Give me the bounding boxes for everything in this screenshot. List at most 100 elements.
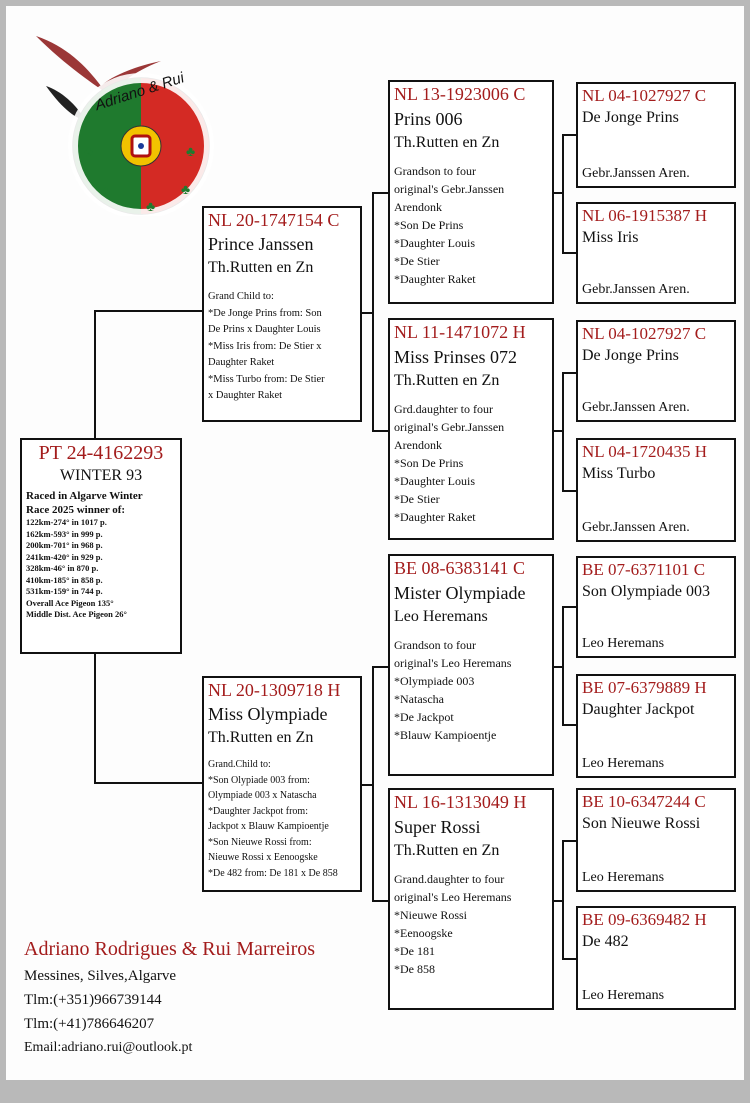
connector-line — [372, 666, 374, 902]
connector-line — [372, 430, 390, 432]
great-grandparent-card[interactable]: NL 06-1915387 H Miss Iris Gebr.Janssen A… — [576, 202, 736, 304]
ring-number: NL 11-1471072 H — [394, 322, 526, 342]
race-result: 328km-46° in 870 p. — [26, 563, 99, 573]
svg-text:♣: ♣ — [101, 185, 110, 200]
pigeon-name: De Jonge Prins — [582, 347, 679, 364]
pigeon-name: Son Olympiade 003 — [582, 583, 710, 600]
connector-line — [94, 310, 204, 312]
ring-number: BE 08-6383141 C — [394, 558, 526, 578]
great-grandparent-card[interactable]: BE 10-6347244 C Son Nieuwe Rossi Leo Her… — [576, 788, 736, 892]
svg-text:♣: ♣ — [84, 145, 93, 160]
connector-line — [360, 312, 374, 314]
connector-line — [562, 724, 576, 726]
ring-number: BE 10-6347244 C — [582, 792, 706, 811]
great-grandparent-card[interactable]: NL 04-1027927 C De Jonge Prins Gebr.Jans… — [576, 82, 736, 188]
pedigree-notes: Grand.Child to:*Son Olypiade 003 from:Ol… — [208, 759, 338, 879]
pigeon-name: De 482 — [582, 933, 629, 950]
owner-names: Adriano Rodrigues & Rui Marreiros — [24, 938, 316, 960]
race-result: 531km-159° in 744 p. — [26, 586, 103, 596]
connector-line — [552, 666, 564, 668]
pigeon-name: Super Rossi — [394, 817, 481, 837]
pigeon-name: De Jonge Prins — [582, 109, 679, 126]
ring-number: BE 07-6379889 H — [582, 678, 707, 697]
connector-line — [562, 840, 564, 960]
dam-card[interactable]: NL 20-1309718 H Miss Olympiade Th.Rutten… — [202, 676, 362, 892]
connector-line — [372, 192, 374, 432]
connector-line — [562, 606, 564, 726]
pedigree-notes: Grand Child to:*De Jonge Prins from: Son… — [208, 291, 325, 401]
breeder: Th.Rutten en Zn — [394, 372, 500, 389]
connector-line — [372, 900, 390, 902]
pedigree-sheet: Adriano & Rui ♣ ♣ ♣ ♣ ♣ PT 24-4162293 WI… — [6, 6, 744, 1080]
connector-line — [94, 782, 204, 784]
connector-line — [562, 134, 564, 254]
breeder: Leo Heremans — [582, 756, 665, 771]
award: Middle Dist. Ace Pigeon 26° — [26, 609, 127, 619]
root-pigeon-card[interactable]: PT 24-4162293 WINTER 93 Raced in Algarve… — [20, 438, 182, 654]
ring-number: BE 09-6369482 H — [582, 910, 707, 929]
breeder: Gebr.Janssen Aren. — [582, 166, 690, 181]
club-logo: Adriano & Rui ♣ ♣ ♣ ♣ ♣ — [26, 26, 226, 219]
connector-line — [562, 372, 564, 492]
connector-line — [552, 192, 564, 194]
ring-number: NL 04-1027927 C — [582, 86, 707, 105]
phone-number: Tlm:(+41)786646207 — [24, 1016, 155, 1032]
great-grandparent-card[interactable]: NL 04-1027927 C De Jonge Prins Gebr.Jans… — [576, 320, 736, 422]
great-grandparent-card[interactable]: BE 07-6371101 C Son Olympiade 003 Leo He… — [576, 556, 736, 658]
connector-line — [372, 666, 390, 668]
connector-line — [552, 430, 564, 432]
breeder: Th.Rutten en Zn — [208, 729, 314, 746]
connector-line — [562, 372, 576, 374]
pigeon-name: Miss Iris — [582, 229, 639, 246]
great-grandparent-card[interactable]: NL 04-1720435 H Miss Turbo Gebr.Janssen … — [576, 438, 736, 542]
ring-number: NL 04-1027927 C — [582, 324, 707, 343]
grandparent-card[interactable]: NL 16-1313049 H Super Rossi Th.Rutten en… — [388, 788, 554, 1010]
award: Overall Ace Pigeon 135° — [26, 597, 114, 608]
owner-contact: Adriano Rodrigues & Rui Marreiros Messin… — [24, 938, 315, 1056]
logo-emblem-icon: Adriano & Rui ♣ ♣ ♣ ♣ ♣ — [36, 36, 214, 219]
ring-number: NL 06-1915387 H — [582, 206, 707, 225]
svg-text:♣: ♣ — [146, 200, 155, 215]
breeder: Gebr.Janssen Aren. — [582, 400, 690, 415]
grandparent-card[interactable]: NL 11-1471072 H Miss Prinses 072 Th.Rutt… — [388, 318, 554, 540]
pigeon-name: Miss Turbo — [582, 465, 656, 482]
ring-number: NL 20-1309718 H — [208, 680, 341, 700]
breeder: Th.Rutten en Zn — [394, 134, 500, 151]
breeder: Leo Heremans — [582, 870, 665, 885]
ring-number: BE 07-6371101 C — [582, 560, 706, 579]
grandparent-card[interactable]: NL 13-1923006 C Prins 006 Th.Rutten en Z… — [388, 80, 554, 304]
pigeon-name: Son Nieuwe Rossi — [582, 815, 701, 832]
connector-line — [562, 840, 576, 842]
pigeon-name: Daughter Jackpot — [582, 701, 695, 718]
pigeon-name: Mister Olympiade — [394, 583, 526, 603]
connector-line — [372, 192, 390, 194]
sire-card[interactable]: NL 20-1747154 C Prince Janssen Th.Rutten… — [202, 206, 362, 422]
ring-number: NL 20-1747154 C — [208, 210, 340, 230]
great-grandparent-card[interactable]: BE 07-6379889 H Daughter Jackpot Leo Her… — [576, 674, 736, 778]
pigeon-name: Prins 006 — [394, 109, 463, 129]
great-grandparent-card[interactable]: BE 09-6369482 H De 482 Leo Heremans — [576, 906, 736, 1010]
connector-line — [562, 958, 576, 960]
email-address[interactable]: Email:adriano.rui@outlook.pt — [24, 1040, 193, 1055]
location: Messines, Silves,Algarve — [24, 968, 177, 984]
grandparent-card[interactable]: BE 08-6383141 C Mister Olympiade Leo Her… — [388, 554, 554, 776]
ring-number: NL 13-1923006 C — [394, 84, 526, 104]
svg-text:♣: ♣ — [186, 145, 195, 160]
connector-line — [94, 652, 96, 784]
connector-line — [360, 784, 374, 786]
race-result: 162km-593° in 999 p. — [26, 528, 103, 539]
breeder: Gebr.Janssen Aren. — [582, 520, 690, 535]
breeder: Leo Heremans — [394, 608, 488, 625]
race-result: 200km-701° in 968 p. — [26, 540, 103, 550]
breeder: Th.Rutten en Zn — [394, 842, 500, 859]
race-title: Raced in Algarve Winter Race 2025 winner… — [26, 490, 143, 516]
race-result: 241km-420° in 929 p. — [26, 551, 103, 562]
pigeon-name: Miss Olympiade — [208, 704, 328, 724]
ring-number: PT 24-4162293 — [38, 442, 164, 464]
breeder: Leo Heremans — [582, 988, 665, 1003]
pigeon-name: Prince Janssen — [208, 234, 314, 254]
ring-number: NL 16-1313049 H — [394, 792, 527, 812]
race-result: 122km-274° in 1017 p. — [26, 517, 107, 527]
